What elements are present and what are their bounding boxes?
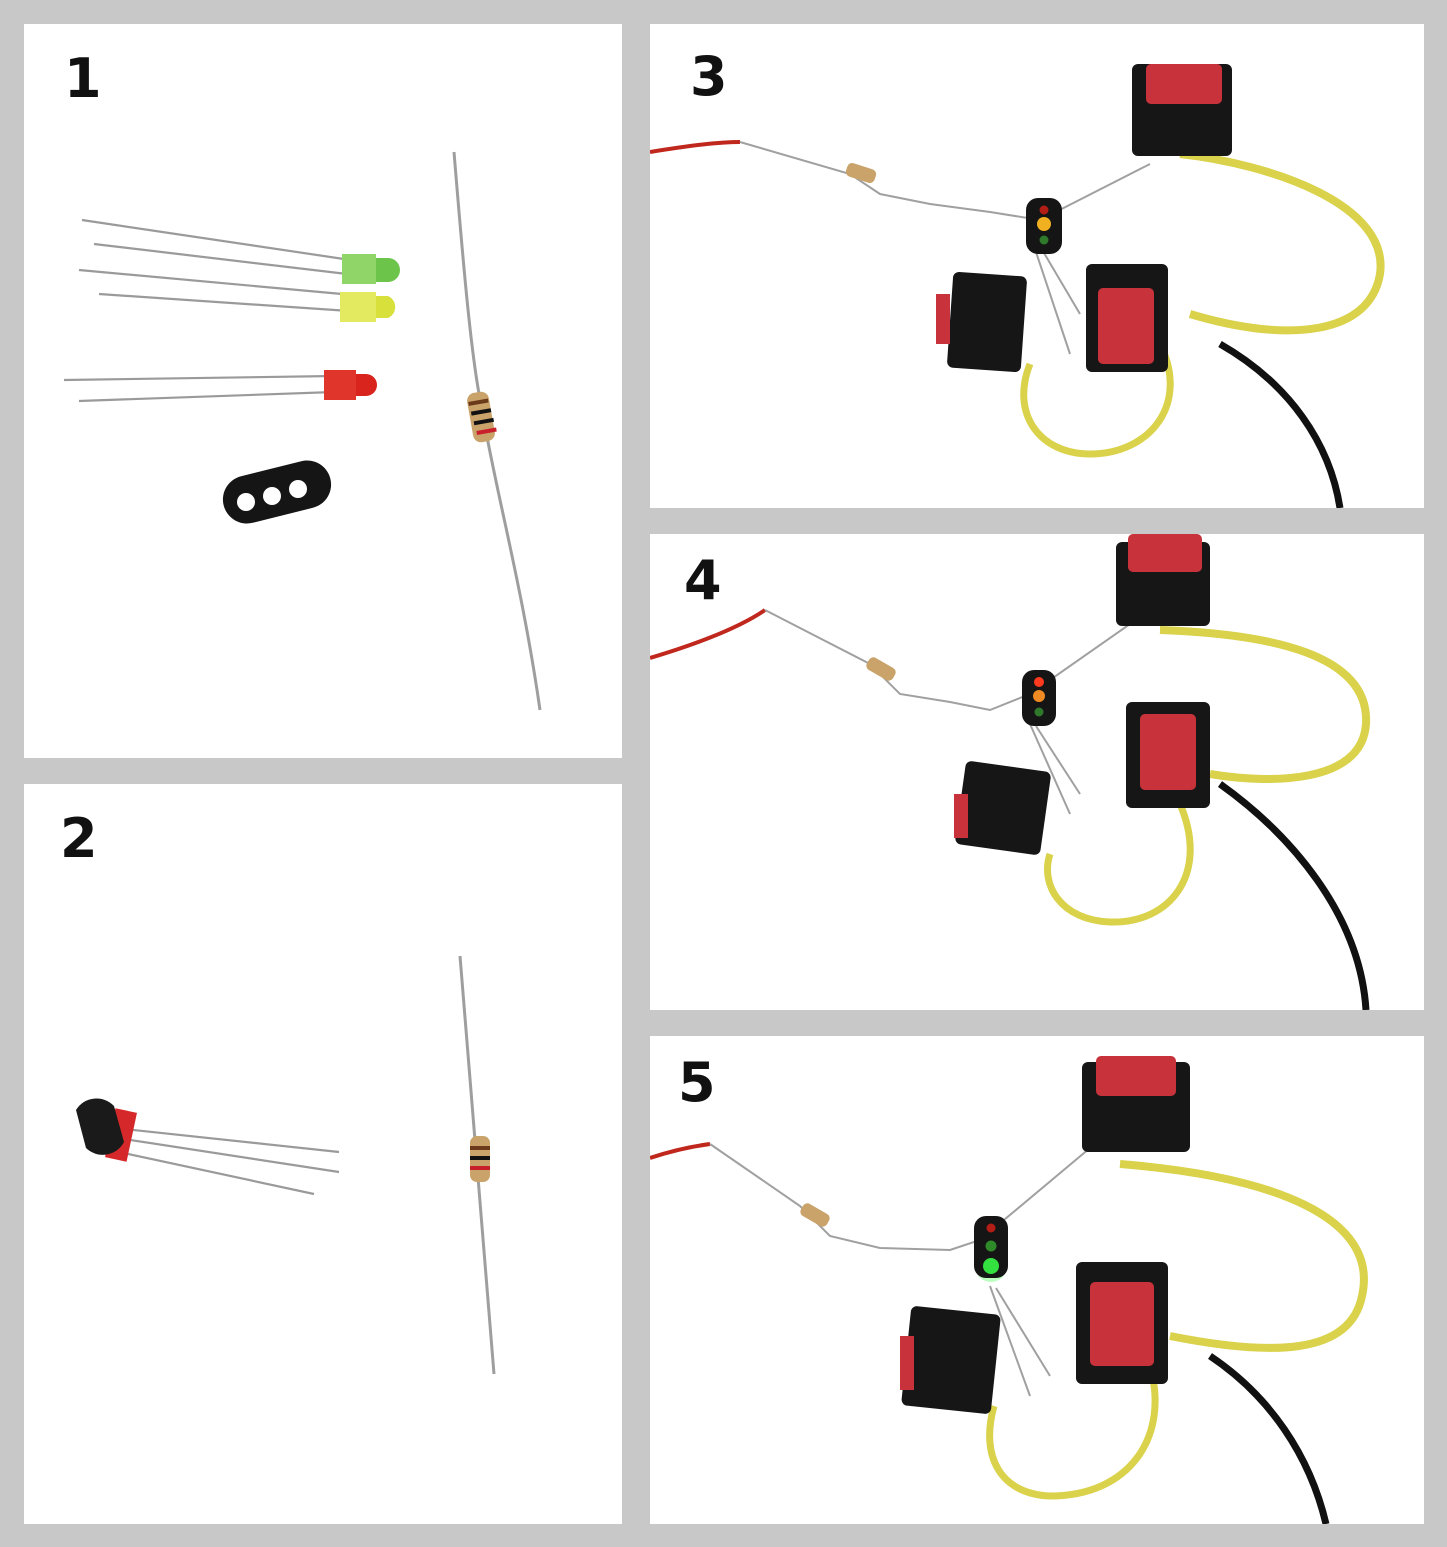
panel-step-5: 5 — [650, 1036, 1424, 1524]
switch-left — [954, 761, 1051, 855]
switch-middle — [1086, 264, 1168, 372]
signal-head — [974, 1216, 1008, 1282]
switch-left — [936, 271, 1027, 373]
assembled-signal — [76, 1098, 137, 1162]
green-led — [342, 254, 400, 284]
switch-left — [900, 1306, 1001, 1414]
switch-top — [1132, 64, 1232, 156]
resistor — [452, 151, 542, 711]
panel-step-4: 4 — [650, 534, 1424, 1010]
yellow-led — [340, 292, 396, 322]
step-number-3: 3 — [690, 45, 728, 108]
panel-step-3: 3 — [650, 24, 1424, 508]
switch-top — [1082, 1056, 1190, 1152]
step-number-5: 5 — [678, 1051, 716, 1114]
step-number-1: 1 — [64, 47, 102, 110]
signal-head — [1026, 198, 1062, 254]
panel-step-1: 1 — [24, 24, 622, 758]
assembled-photo — [76, 955, 496, 1375]
step-number-4: 4 — [684, 549, 722, 612]
panel-step-2: 2 — [24, 784, 622, 1524]
circuit-photo-red — [650, 534, 1371, 1010]
switch-middle — [1076, 1262, 1168, 1384]
circuit-photo-yellow — [650, 64, 1385, 508]
resistor — [458, 955, 496, 1375]
circuit-photo-green — [650, 1056, 1368, 1524]
red-led — [324, 370, 377, 400]
step-number-2: 2 — [60, 807, 98, 870]
switch-top — [1116, 534, 1210, 626]
components-photo — [63, 151, 542, 711]
signal-housing — [222, 460, 332, 524]
signal-head — [1022, 670, 1056, 726]
switch-middle — [1126, 702, 1210, 808]
